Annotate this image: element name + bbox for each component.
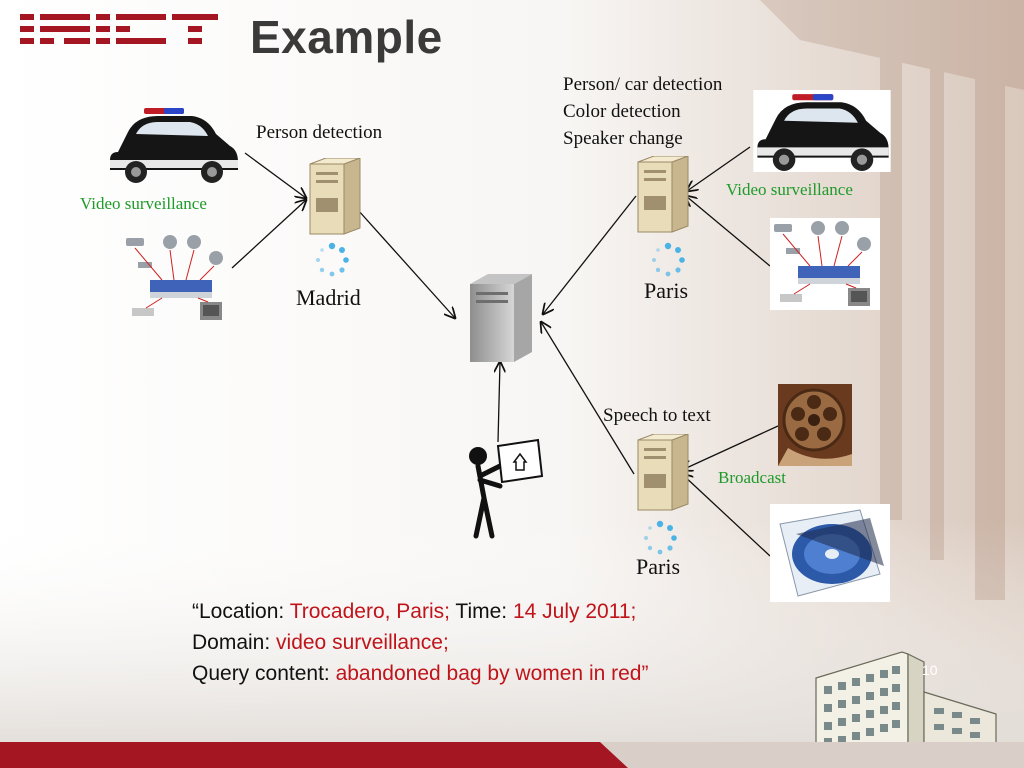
paris-broadcast-source-label: Broadcast <box>718 468 786 487</box>
madrid-city-label: Madrid <box>296 285 361 310</box>
cctv-setup-icon <box>126 235 223 320</box>
query-content-key: Query content: <box>192 662 336 685</box>
paris-broadcast-processing-label: Speech to text <box>603 405 711 426</box>
cd-case-icon <box>770 504 890 602</box>
query-location-key: “Location: <box>192 600 290 623</box>
loading-spinner-icon <box>644 520 677 555</box>
server-icon <box>637 434 689 511</box>
loading-spinner-icon <box>316 242 349 277</box>
query-time-key: Time: <box>449 600 513 623</box>
building-icon <box>815 651 997 752</box>
film-reel-icon <box>778 384 852 466</box>
query-line-1: “Location: Trocadero, Paris; Time: 14 Ju… <box>192 596 648 627</box>
police-car-icon <box>753 90 891 172</box>
user-figure-icon <box>469 438 544 539</box>
query-line-3: Query content: abandoned bag by women in… <box>192 658 648 689</box>
query-text: “Location: Trocadero, Paris; Time: 14 Ju… <box>192 596 648 689</box>
bottom-bar <box>0 742 1024 768</box>
madrid-processing-label: Person detection <box>256 122 383 143</box>
cctv-setup-icon <box>770 218 880 310</box>
slide-title: Example <box>250 11 443 63</box>
query-content-value: abandoned bag by women in red” <box>335 662 649 685</box>
paris-video-source-label: Video surveillance <box>726 180 853 199</box>
page-number: 10 <box>922 662 938 678</box>
central-server-icon <box>470 274 532 362</box>
paris-broadcast-city-label: Paris <box>636 554 680 579</box>
paris-video-processing-line-2: Color detection <box>563 101 681 122</box>
query-location-value: Trocadero, Paris; <box>289 600 450 623</box>
query-domain-value: video surveillance; <box>276 631 449 654</box>
query-line-2: Domain: video surveillance; <box>192 627 648 658</box>
paris-video-processing-line-3: Speaker change <box>563 128 683 149</box>
query-time-value: 14 July 2011; <box>512 600 637 623</box>
irit-logo <box>20 14 218 44</box>
paris-video-city-label: Paris <box>644 278 688 303</box>
police-car-icon <box>110 108 238 183</box>
query-domain-key: Domain: <box>192 631 277 654</box>
loading-spinner-icon <box>652 242 685 277</box>
paris-video-processing-line-1: Person/ car detection <box>563 74 723 95</box>
madrid-source-label: Video surveillance <box>80 194 207 213</box>
server-icon <box>309 158 361 235</box>
server-icon <box>637 156 689 233</box>
